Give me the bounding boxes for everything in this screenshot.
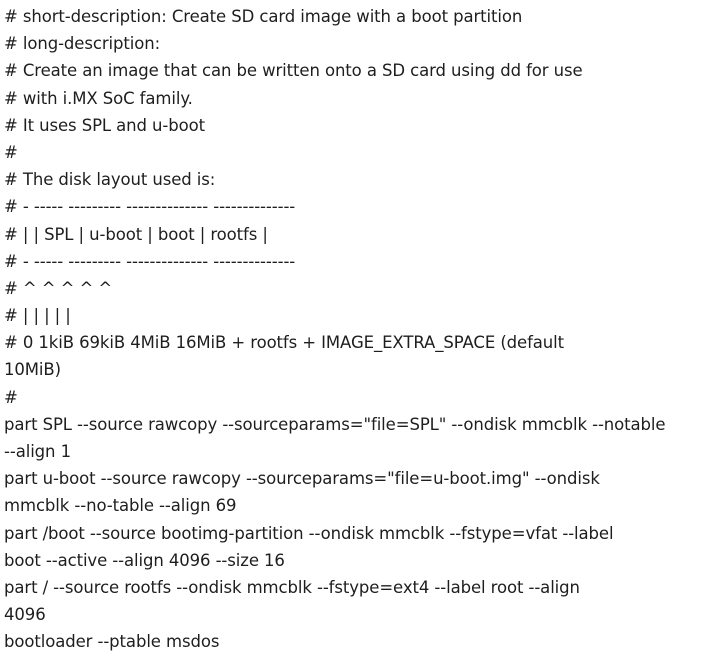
doc-line-21: boot --active --align 4096 --size 16	[4, 550, 285, 570]
doc-line-6: #	[4, 142, 18, 162]
doc-line-22: part / --source rootfs --ondisk mmcblk -…	[4, 577, 580, 597]
doc-line-23: 4096	[4, 605, 46, 625]
doc-line-3: # Create an image that can be written on…	[4, 61, 583, 81]
doc-line-11: # ^ ^ ^ ^ ^	[4, 278, 113, 298]
doc-line-18: part u-boot --source rawcopy --sourcepar…	[4, 469, 600, 489]
doc-line-10: # - ----- --------- -------------- -----…	[4, 251, 296, 271]
doc-line-7: # The disk layout used is:	[4, 170, 216, 190]
doc-line-1: # short-description: Create SD card imag…	[4, 7, 523, 26]
doc-line-13: # 0 1kiB 69kiB 4MiB 16MiB + rootfs + IMA…	[4, 333, 565, 353]
doc-line-8: # - ----- --------- -------------- -----…	[4, 197, 296, 217]
doc-line-2: # long-description:	[4, 34, 161, 54]
doc-line-14: 10MiB)	[4, 360, 61, 380]
doc-line-17: --align 1	[4, 442, 71, 461]
doc-line-20: part /boot --source bootimg-partition --…	[4, 523, 614, 543]
kickstart-document: # short-description: Create SD card imag…	[4, 3, 708, 656]
doc-line-12: # | | | | |	[4, 306, 71, 326]
doc-line-9: # | | SPL | u-boot | boot | rootfs |	[4, 224, 268, 244]
doc-line-4: # with i.MX SoC family.	[4, 88, 193, 108]
doc-line-15: #	[4, 387, 18, 407]
doc-line-24: bootloader --ptable msdos	[4, 632, 220, 652]
doc-line-16: part SPL --source rawcopy --sourceparams…	[4, 414, 666, 434]
doc-line-19: mmcblk --no-table --align 69	[4, 496, 237, 516]
doc-line-5: # It uses SPL and u-boot	[4, 115, 205, 135]
